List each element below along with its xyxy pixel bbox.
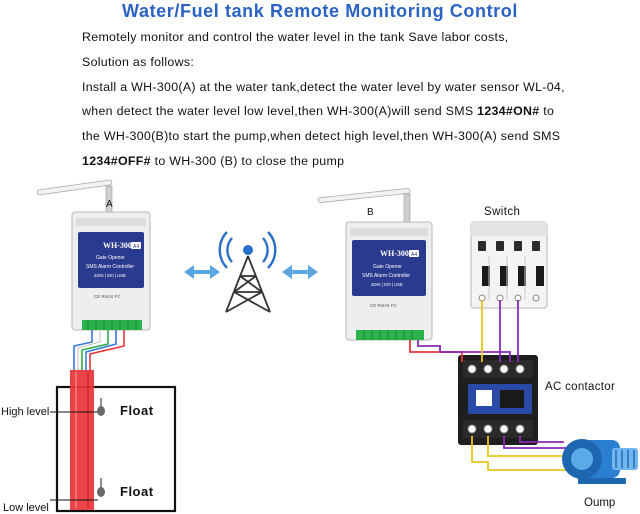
device-b: WH-300 A4 Gate Opener SMS Alarm Controll… xyxy=(317,188,433,341)
low-level-label: Low level xyxy=(3,502,49,514)
desc-line-5: the WH-300(B)to start the pump,when dete… xyxy=(82,129,561,143)
sensor-wires xyxy=(73,330,125,372)
pump-label: Oump xyxy=(584,497,616,509)
desc-line-3: Install a WH-300(A) at the water tank,de… xyxy=(82,80,565,94)
desc-line-6: 1234#OFF# to WH-300 (B) to close the pum… xyxy=(82,154,344,168)
page-title: Water/Fuel tank Remote Monitoring Contro… xyxy=(122,1,518,21)
device-a-sub2: SMS Alarm Controller xyxy=(86,264,134,270)
device-a-badge: A4 xyxy=(133,244,139,250)
water-tank xyxy=(50,370,177,513)
device-b-model: WH-300 xyxy=(380,249,409,258)
float-bottom-icon xyxy=(97,487,105,497)
link-arrow-right xyxy=(282,265,318,279)
desc-line-4c: to xyxy=(539,104,555,118)
device-a-model: WH-300 xyxy=(103,241,132,250)
desc-line-4: when detect the water level low level,th… xyxy=(82,104,554,118)
device-a-sub3: 2DIN | IO0 | USB xyxy=(94,273,126,278)
device-a: WH-300 A4 Gate Opener SMS Alarm Controll… xyxy=(36,179,151,331)
switch-label: Switch xyxy=(484,206,521,218)
desc-line-2: Solution as follows: xyxy=(82,55,195,69)
cell-tower-icon xyxy=(218,231,277,313)
sms-off-command: 1234#OFF# xyxy=(82,154,151,168)
desc-line-4a: when detect the water level low level,th… xyxy=(82,104,478,118)
device-b-sub1: Gate Opener xyxy=(373,264,402,270)
sms-on-command: 1234#ON# xyxy=(477,104,540,118)
device-b-terminal xyxy=(356,330,424,340)
sensor-pipe xyxy=(70,370,94,510)
device-a-sub1: Gate Opener xyxy=(96,255,125,261)
device-b-cert: CE RoHS FC xyxy=(370,303,398,308)
pump-icon xyxy=(562,439,638,484)
device-a-cert: CE RoHS FC xyxy=(94,294,122,299)
ac-contactor xyxy=(458,355,538,445)
power-wires xyxy=(409,300,568,471)
desc-line-1: Remotely monitor and control the water l… xyxy=(82,30,509,44)
high-level-label: High level xyxy=(1,406,50,418)
antenna-b xyxy=(317,188,411,203)
device-b-badge: A4 xyxy=(411,252,417,258)
device-b-label: B xyxy=(367,207,374,218)
device-a-panel xyxy=(78,232,144,288)
circuit-breaker xyxy=(470,221,548,309)
device-b-sub2: SMS Alarm Controller xyxy=(362,273,410,279)
antenna-a xyxy=(36,179,113,196)
device-a-label: A xyxy=(106,199,113,210)
float-top-icon xyxy=(97,406,105,416)
float-bottom-label: Float xyxy=(120,484,154,499)
contactor-label: AC contactor xyxy=(545,381,616,393)
link-arrow-left xyxy=(184,265,220,279)
desc-line-6b: to WH-300 (B) to close the pump xyxy=(150,154,345,168)
float-top-label: Float xyxy=(120,403,154,418)
device-b-sub3: 2DIN | IO0 | USB xyxy=(371,282,403,287)
device-b-panel xyxy=(352,240,426,296)
